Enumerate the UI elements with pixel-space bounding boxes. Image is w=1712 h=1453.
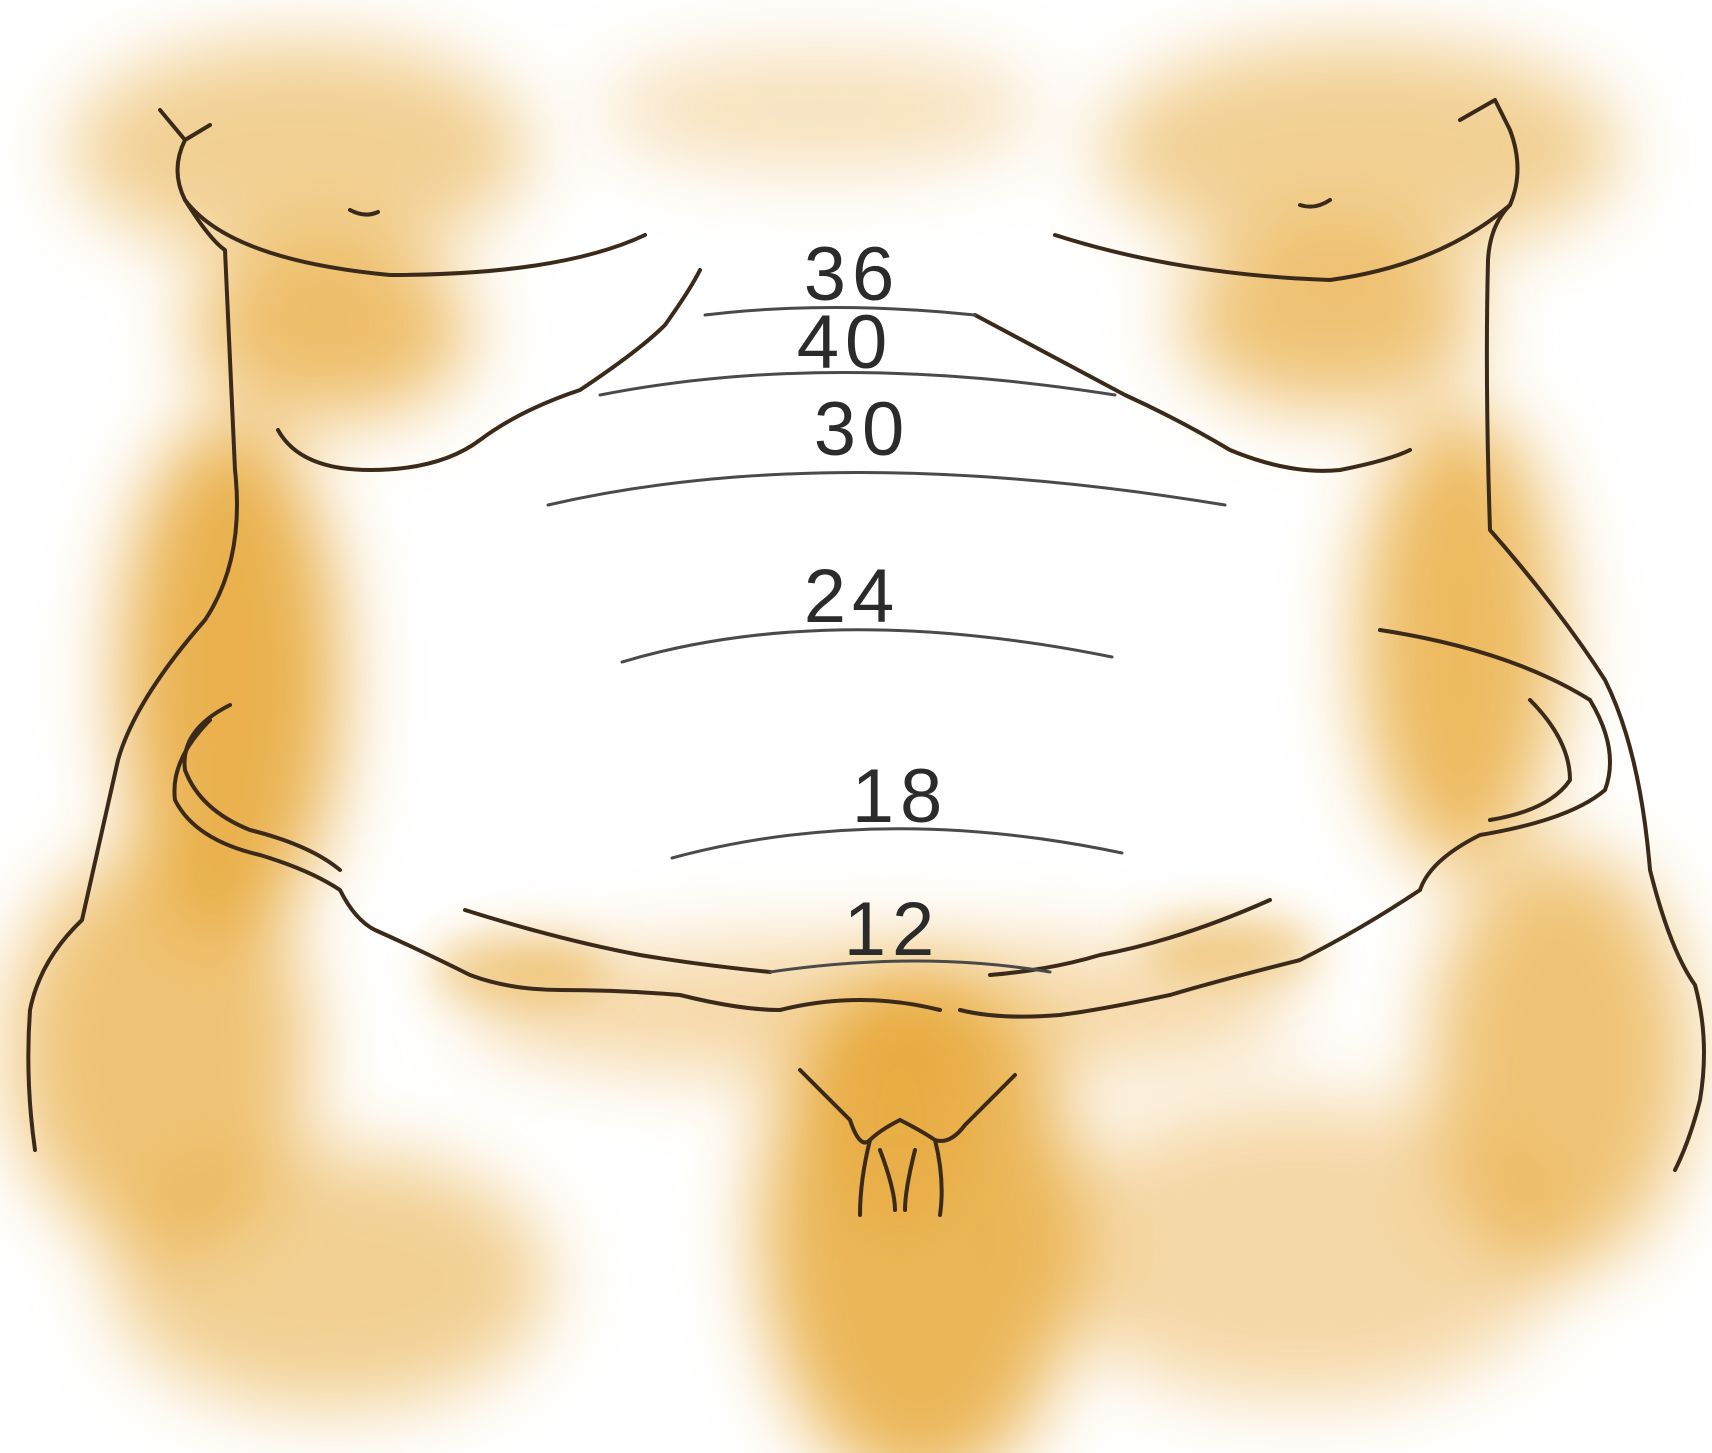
fundal-curve-30 bbox=[548, 473, 1225, 506]
week-label-30: 30 bbox=[814, 387, 911, 472]
week-label-40: 40 bbox=[797, 300, 894, 385]
fundal-height-markers: 36 40 30 24 18 12 bbox=[548, 232, 1225, 972]
fundal-marker-24: 24 bbox=[622, 554, 1112, 662]
shade-right-breast bbox=[1100, 40, 1620, 260]
shade-top-center bbox=[600, 50, 1040, 170]
shade-right-flank bbox=[1360, 410, 1560, 870]
fundal-marker-18: 18 bbox=[672, 754, 1122, 858]
shade-left-thigh bbox=[110, 1150, 550, 1410]
shade-left-breast bbox=[70, 40, 530, 260]
shade-right-inguinal bbox=[1140, 915, 1320, 985]
shade-right-ribs bbox=[1180, 230, 1480, 410]
shade-right-thigh bbox=[1040, 1100, 1560, 1400]
fundal-marker-30: 30 bbox=[548, 387, 1225, 505]
week-label-12: 12 bbox=[844, 887, 941, 972]
week-label-24: 24 bbox=[804, 554, 901, 639]
week-label-18: 18 bbox=[852, 754, 949, 839]
